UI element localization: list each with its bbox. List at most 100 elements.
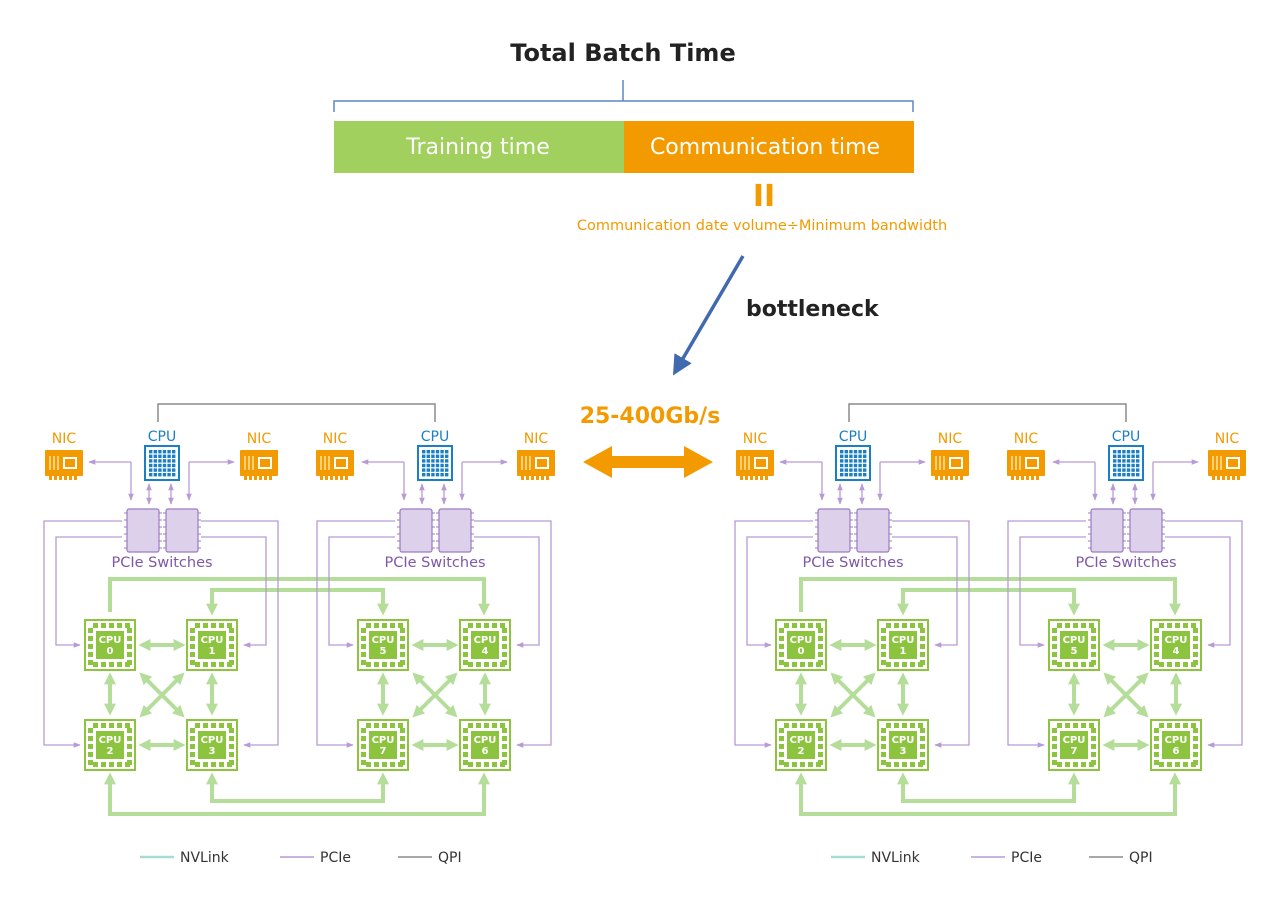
nic-label: NIC [743, 431, 768, 447]
pcie-switch-gpu [892, 520, 970, 748]
pcie-switch-gpu [892, 536, 958, 648]
gpu-chip-label: CPU [474, 635, 497, 646]
gpu-number: 6 [1173, 746, 1180, 757]
gpu-number: 7 [1071, 746, 1078, 757]
nvlink-diag [412, 672, 458, 718]
header: Total Batch Time Training time Communica… [333, 39, 947, 478]
nvlink-top-inner [897, 588, 1080, 616]
pcie-switch-icon [163, 508, 201, 553]
gpu-number: 1 [900, 646, 907, 657]
legend-pcie-label: PCIe [320, 850, 351, 866]
gpu-number: 4 [482, 646, 489, 657]
nic-label: NIC [52, 431, 77, 447]
pcie-switch-icon [397, 508, 435, 553]
nic-label: NIC [524, 431, 549, 447]
pcie-switch-icon [436, 508, 474, 553]
nvlink-bottom-inner [897, 772, 1080, 803]
nic-card-icon: NIC [316, 431, 354, 480]
nvlink-bottom-outer [795, 772, 1181, 816]
communication-time-label: Communication time [650, 135, 880, 160]
pcie-switch-icon [1127, 508, 1165, 553]
pcie-switch-gpu [201, 536, 267, 648]
pcie-switch-icon [854, 508, 892, 553]
nic-card-icon: NIC [1007, 431, 1045, 480]
nic-card-icon: NIC [931, 431, 969, 480]
pcie-switch-gpu [1165, 536, 1231, 648]
gpu-number: 0 [107, 646, 114, 657]
legend-right: NVLink PCIe QPI [831, 850, 1153, 866]
bandwidth-label: 25-400Gb/s [580, 404, 721, 429]
nvlink-bottom-outer [104, 772, 490, 816]
gpu-number: 2 [798, 746, 805, 757]
nic-label: NIC [247, 431, 272, 447]
batch-bracket [333, 80, 914, 112]
gpu-number: 5 [380, 646, 387, 657]
nvlink-diag [830, 672, 876, 718]
gpu-chip-label: CPU [790, 635, 813, 646]
bottleneck-arrow [672, 255, 745, 376]
gpu-number: 2 [107, 746, 114, 757]
gpu-number: 3 [900, 746, 907, 757]
legend-qpi-label: QPI [1129, 850, 1153, 866]
formula-text: Communication date volume÷Minimum bandwi… [577, 218, 947, 234]
cpu-chip-icon: CPU [417, 429, 453, 481]
cpu-chip-icon: CPU [835, 429, 871, 481]
pcie-switch-gpu [1019, 536, 1086, 648]
nvlink-diag [139, 672, 185, 718]
pcie-switches-label: PCIe Switches [802, 555, 903, 571]
pcie-switch-gpu [55, 536, 122, 648]
pcie-switch-gpu [474, 536, 540, 648]
gpu-number: 1 [209, 646, 216, 657]
pcie-switch-gpu [328, 536, 395, 648]
nic-card-icon: NIC [240, 431, 278, 480]
gpu-chip-label: CPU [1063, 735, 1086, 746]
nvlink-top-outer [108, 577, 490, 616]
legend-nvlink-label: NVLink [871, 850, 921, 866]
gpu-chip-label: CPU [372, 735, 395, 746]
nvlink-bottom-inner [206, 772, 389, 803]
nic-label: NIC [938, 431, 963, 447]
nic-card-icon: NIC [517, 431, 555, 480]
gpu-chip-label: CPU [1165, 735, 1188, 746]
pcie-switches-label: PCIe Switches [111, 555, 212, 571]
legend-nvlink-label: NVLink [180, 850, 230, 866]
gpu-number: 5 [1071, 646, 1078, 657]
nic-label: NIC [1215, 431, 1240, 447]
pcie-switch-gpu [1165, 520, 1243, 748]
nvlink-top-outer [799, 577, 1181, 616]
gpu-number: 4 [1173, 646, 1180, 657]
qpi-link [848, 403, 1127, 422]
cpu-label: CPU [1112, 429, 1140, 445]
training-time-bar [334, 121, 624, 173]
nvlink-top-inner [206, 588, 389, 616]
nic-label: NIC [1014, 431, 1039, 447]
gpu-chip-label: CPU [1063, 635, 1086, 646]
bottleneck-label: bottleneck [746, 297, 880, 322]
gpu-chip-label: CPU [372, 635, 395, 646]
equals-sign: II [753, 179, 775, 214]
training-time-label: Training time [405, 135, 550, 160]
legend-qpi-label: QPI [438, 850, 462, 866]
gpu-number: 0 [798, 646, 805, 657]
pcie-switch-gpu [746, 536, 813, 648]
nic-card-icon: NIC [1208, 431, 1246, 480]
pcie-switches-label: PCIe Switches [384, 555, 485, 571]
pcie-switch-gpu [474, 520, 552, 748]
